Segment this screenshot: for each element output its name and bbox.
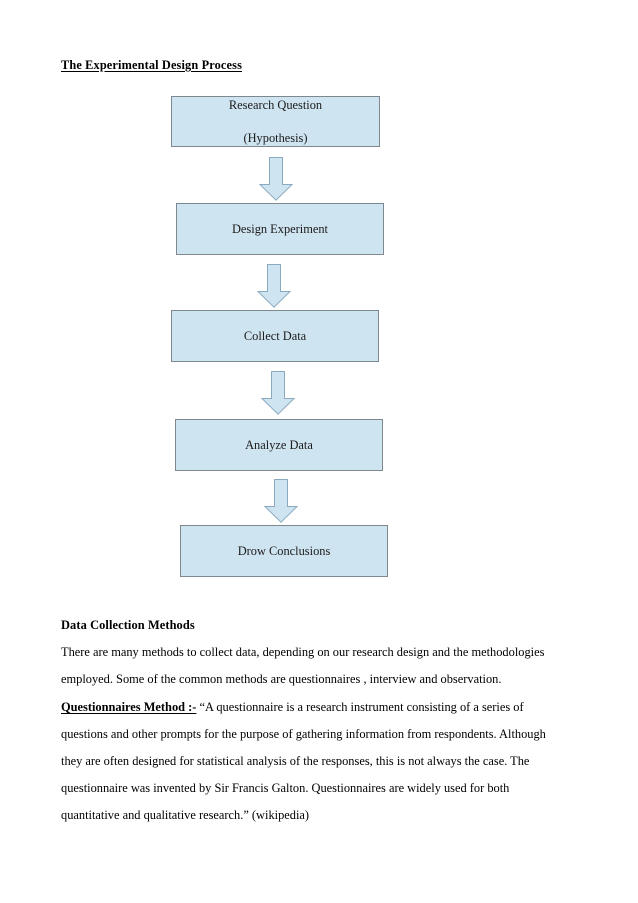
section-heading-data-collection: Data Collection Methods — [61, 618, 195, 632]
down-arrow-icon-4 — [264, 479, 298, 523]
flow-node-label-line1: Research Question — [228, 97, 323, 112]
paragraph-data-collection: There are many methods to collect data, … — [61, 645, 545, 686]
flow-node-drow-conclusions[interactable]: Drow Conclusions — [180, 525, 388, 577]
experimental-design-flowchart: Research Question (Hypothesis) Design Ex… — [171, 96, 388, 577]
down-arrow-icon-2 — [257, 264, 291, 308]
flow-node-label: Drow Conclusions — [237, 543, 331, 558]
flow-node-research-question[interactable]: Research Question (Hypothesis) — [171, 96, 380, 147]
section-data-collection-methods: Data Collection Methods There are many m… — [61, 612, 569, 693]
section-questionnaires-method: Questionnaires Method :- “A questionnair… — [61, 694, 569, 829]
flow-node-label-line2: (Hypothesis) — [243, 130, 308, 145]
paragraph-questionnaires-text: “A questionnaire is a research instrumen… — [61, 700, 546, 822]
flow-node-analyze-data[interactable]: Analyze Data — [175, 419, 383, 471]
flow-node-label: Design Experiment — [231, 221, 328, 236]
down-arrow-icon-1 — [259, 157, 293, 201]
flow-node-collect-data[interactable]: Collect Data — [171, 310, 379, 362]
flow-node-label: Collect Data — [243, 328, 307, 343]
down-arrow-icon-3 — [261, 371, 295, 415]
flow-node-label: Analyze Data — [245, 437, 313, 452]
flow-node-design-experiment[interactable]: Design Experiment — [176, 203, 384, 255]
page-title: The Experimental Design Process — [61, 58, 243, 72]
section-heading-questionnaires: Questionnaires Method :- — [61, 700, 197, 714]
paragraph-questionnaires: Questionnaires Method :- “A questionnair… — [61, 694, 569, 829]
